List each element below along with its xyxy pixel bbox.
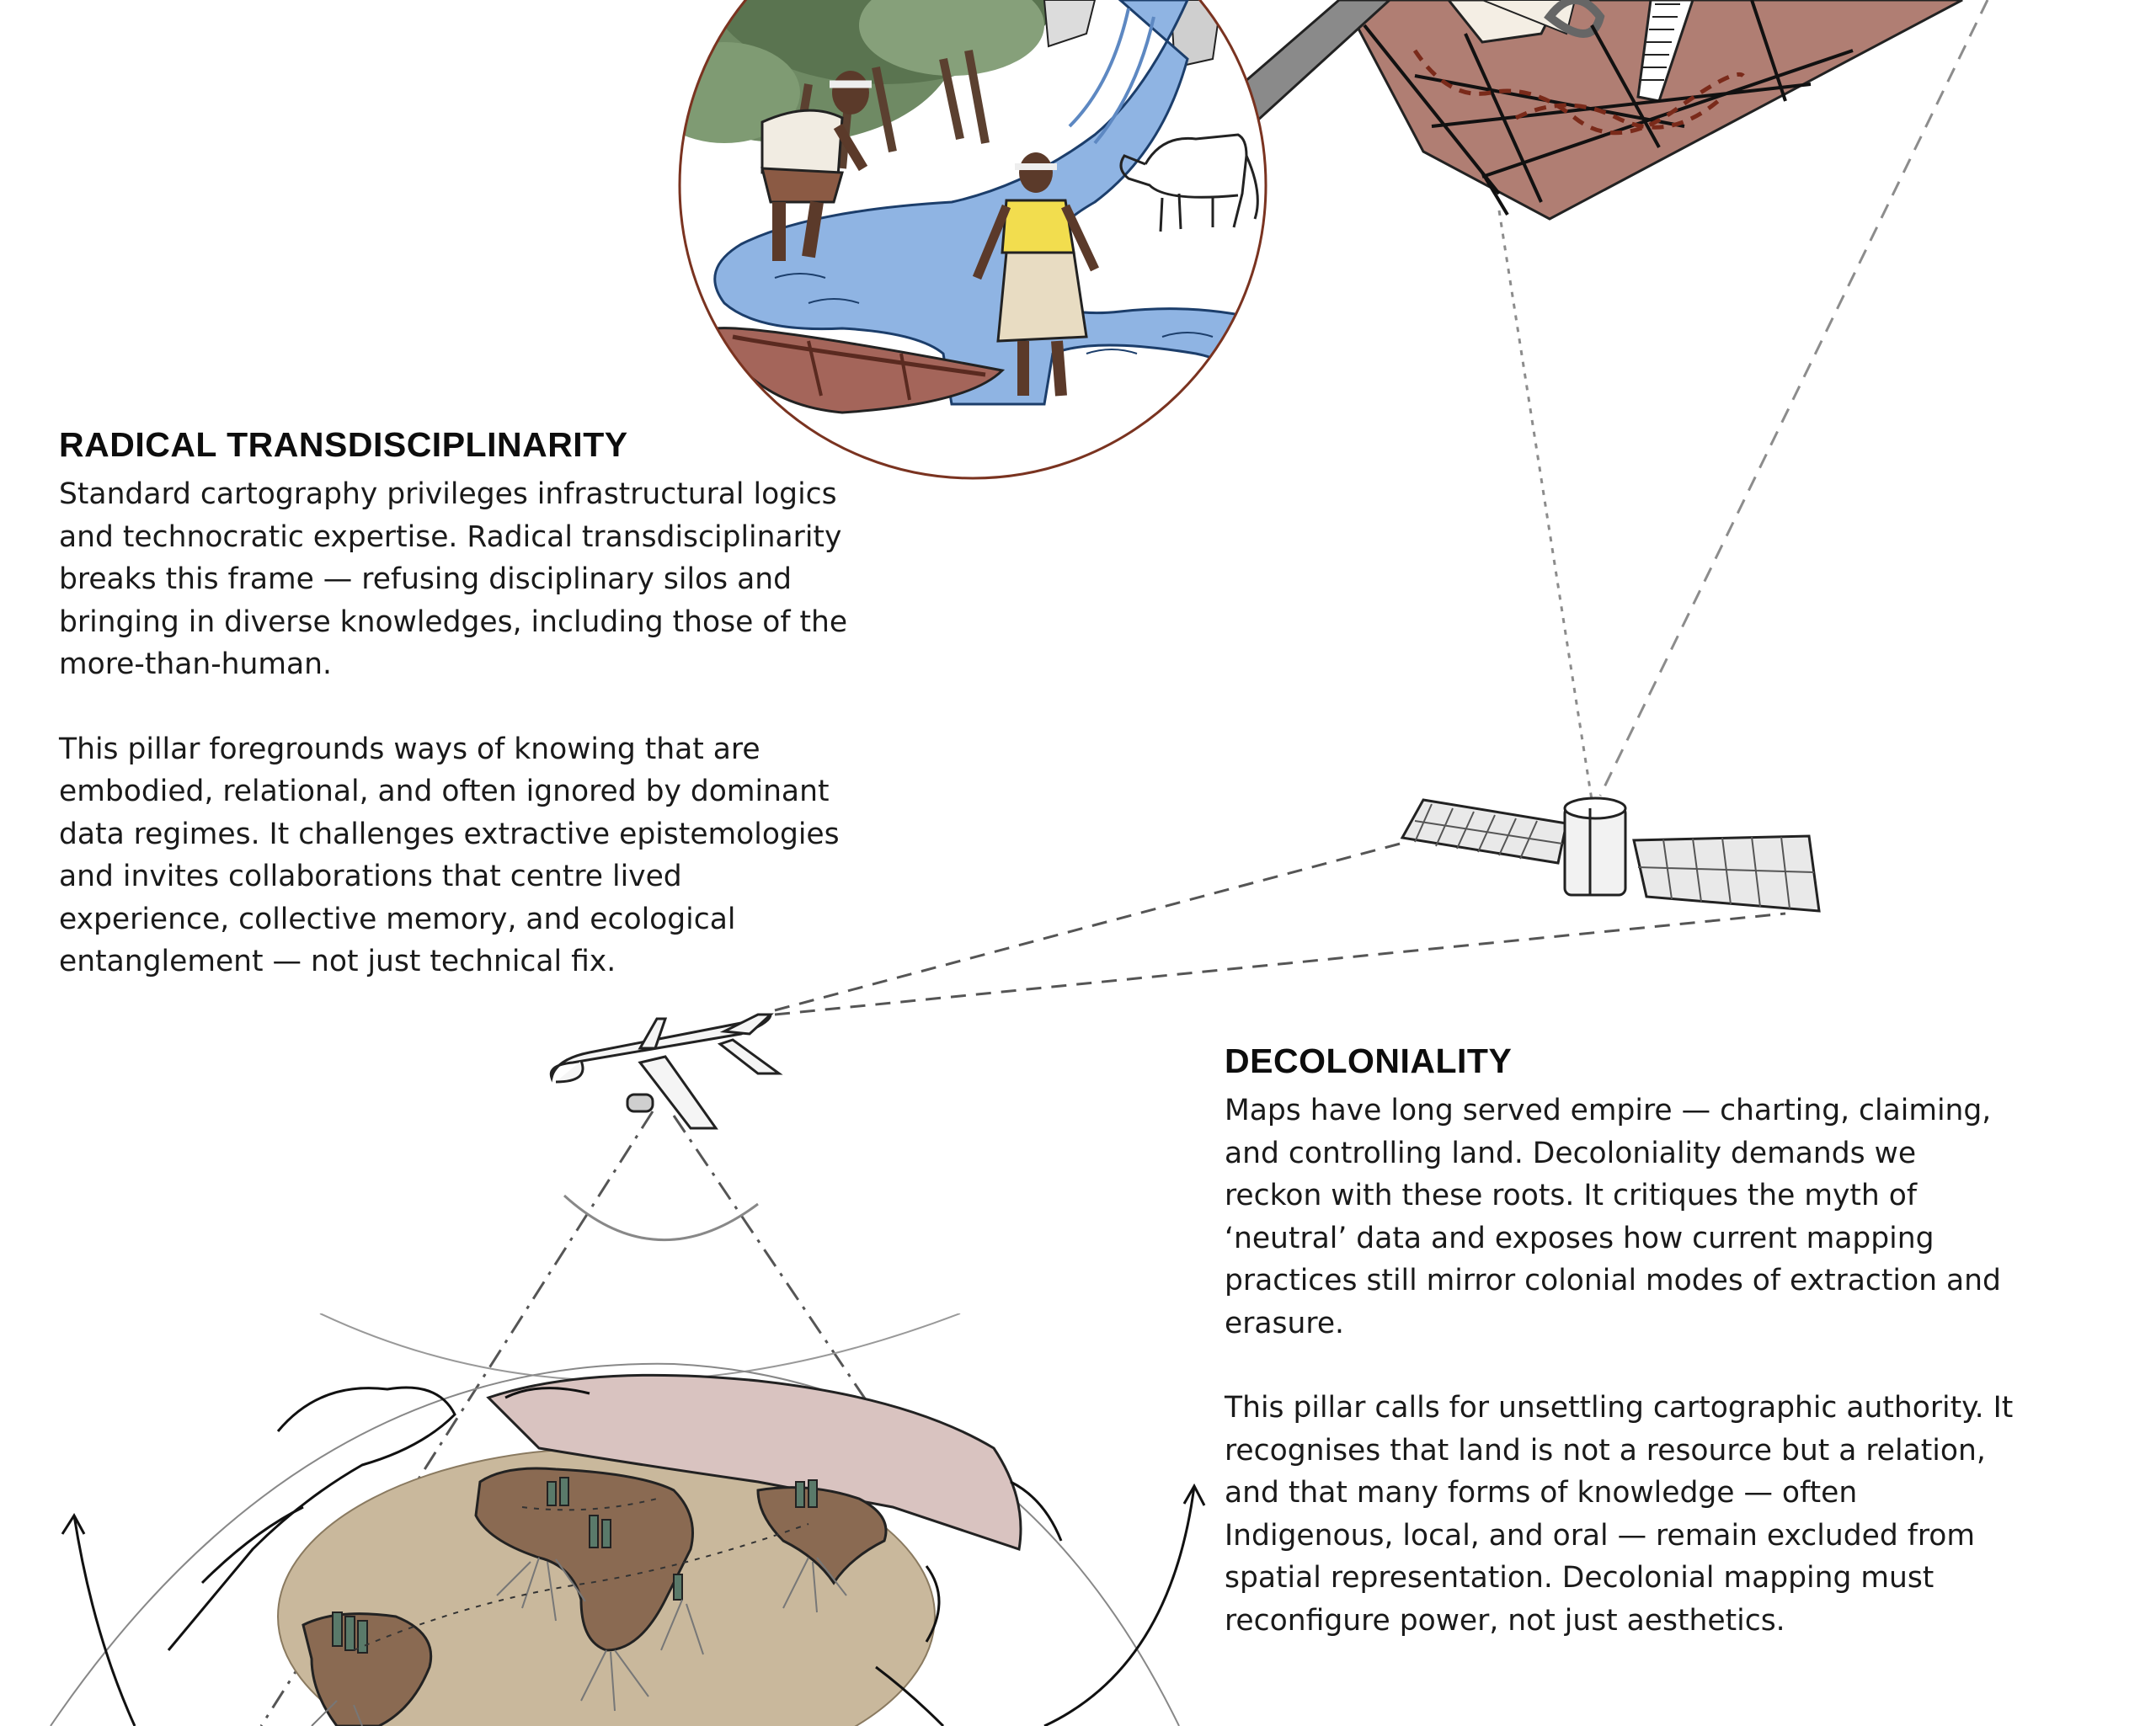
text-line: This pillar foregrounds ways of knowing … <box>59 732 760 766</box>
text-line: more-than-human. <box>59 647 332 681</box>
section-heading: RADICAL TRANSDISCIPLINARITY <box>59 425 628 464</box>
circle-vignette <box>678 0 1267 480</box>
section-paragraph: Standard cartography privileges infrastr… <box>59 473 935 686</box>
text-line: bringing in diverse knowledges, includin… <box>59 605 848 639</box>
text-line: and technocratic expertise. Radical tran… <box>59 519 842 554</box>
text-line: Indigenous, local, and oral — remain exc… <box>1225 1518 1975 1553</box>
text-line: breaks this frame — refusing disciplinar… <box>59 562 792 596</box>
section-paragraph: This pillar foregrounds ways of knowing … <box>59 728 935 983</box>
globe-icon <box>50 1313 1180 1726</box>
text-line: practices still mirror colonial modes of… <box>1225 1264 2001 1297</box>
text-line: and controlling land. Decoloniality dema… <box>1225 1136 1917 1170</box>
text-line: data regimes. It challenges extractive e… <box>59 817 840 851</box>
section-paragraph: Maps have long served empire — charting,… <box>1225 1089 2134 1345</box>
person-icon <box>760 71 872 261</box>
text-line: embodied, relational, and often ignored … <box>59 775 830 808</box>
section-heading: DECOLONIALITY <box>1225 1041 1513 1080</box>
person-icon <box>972 152 1099 397</box>
cow-icon <box>1119 133 1259 232</box>
scan-arc <box>563 1194 759 1242</box>
text-line: ‘neutral’ data and exposes how current m… <box>1225 1221 1935 1255</box>
projection-lines <box>774 0 1989 1016</box>
arrow-icon <box>61 1513 136 1726</box>
text-line: recognises that land is not a resource b… <box>1225 1433 1986 1468</box>
airplane-icon <box>549 1013 783 1130</box>
section-decoloniality: DECOLONIALITY Maps have long served empi… <box>1225 1041 2134 1642</box>
root-icon <box>311 1557 847 1726</box>
text-line: entanglement — not just technical fix. <box>59 945 616 978</box>
section-radical-transdisciplinarity: RADICAL TRANSDISCIPLINARITY Standard car… <box>59 425 935 983</box>
text-line: experience, collective memory, and ecolo… <box>59 902 736 936</box>
text-line: Standard cartography privileges infrastr… <box>59 477 837 511</box>
text-line: This pillar calls for unsettling cartogr… <box>1225 1391 2014 1425</box>
text-line: erasure. <box>1225 1306 1345 1340</box>
text-line: reckon with these roots. It critiques th… <box>1225 1179 1918 1212</box>
text-line: and that many forms of knowledge — often <box>1225 1476 1858 1510</box>
text-line: and invites collaborations that centre l… <box>59 860 682 893</box>
text-line: reconfigure power, not just aesthetics. <box>1225 1603 1785 1638</box>
arrow-icon <box>1043 1483 1206 1726</box>
boat-icon <box>713 327 1006 414</box>
text-line: Maps have long served empire — charting,… <box>1225 1094 1992 1127</box>
text-line: spatial representation. Decolonial mappi… <box>1225 1561 1935 1595</box>
section-paragraph: This pillar calls for unsettling cartogr… <box>1225 1387 2134 1642</box>
satellite-icon <box>1400 796 1821 913</box>
